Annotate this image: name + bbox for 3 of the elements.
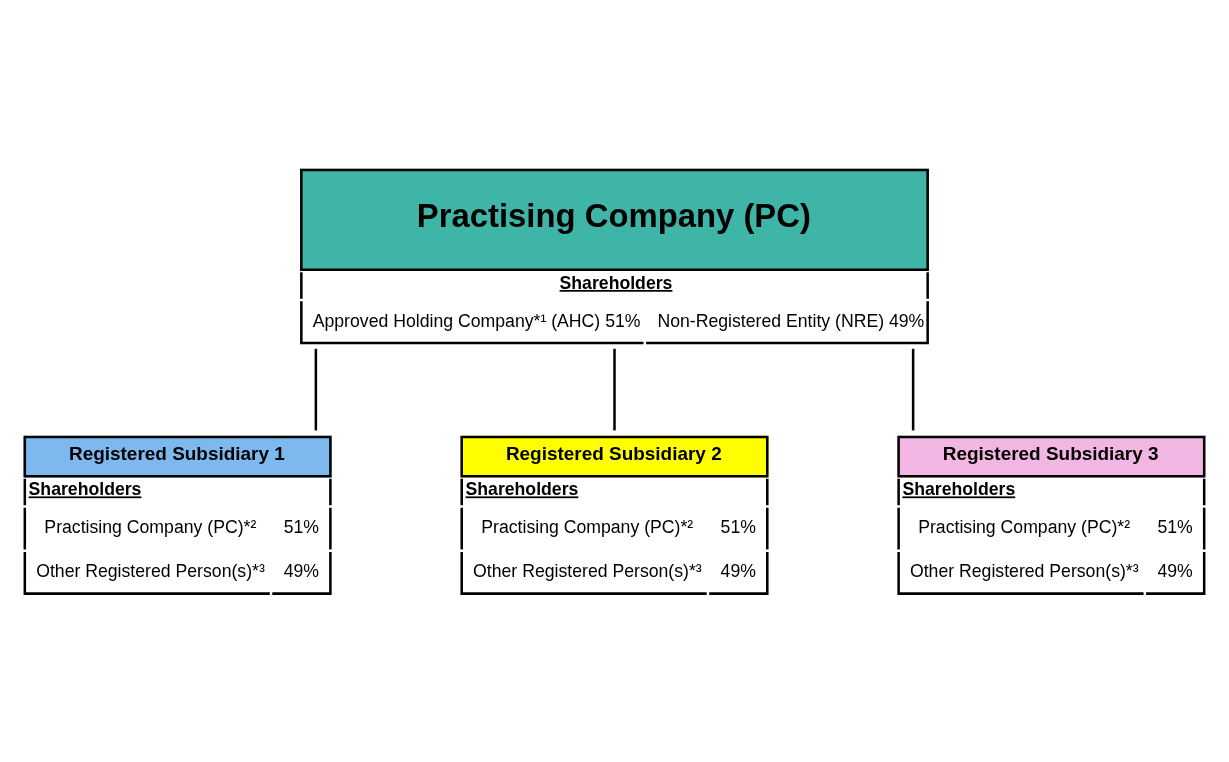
connector [911, 348, 915, 430]
connector [314, 348, 318, 430]
connector [613, 348, 616, 430]
